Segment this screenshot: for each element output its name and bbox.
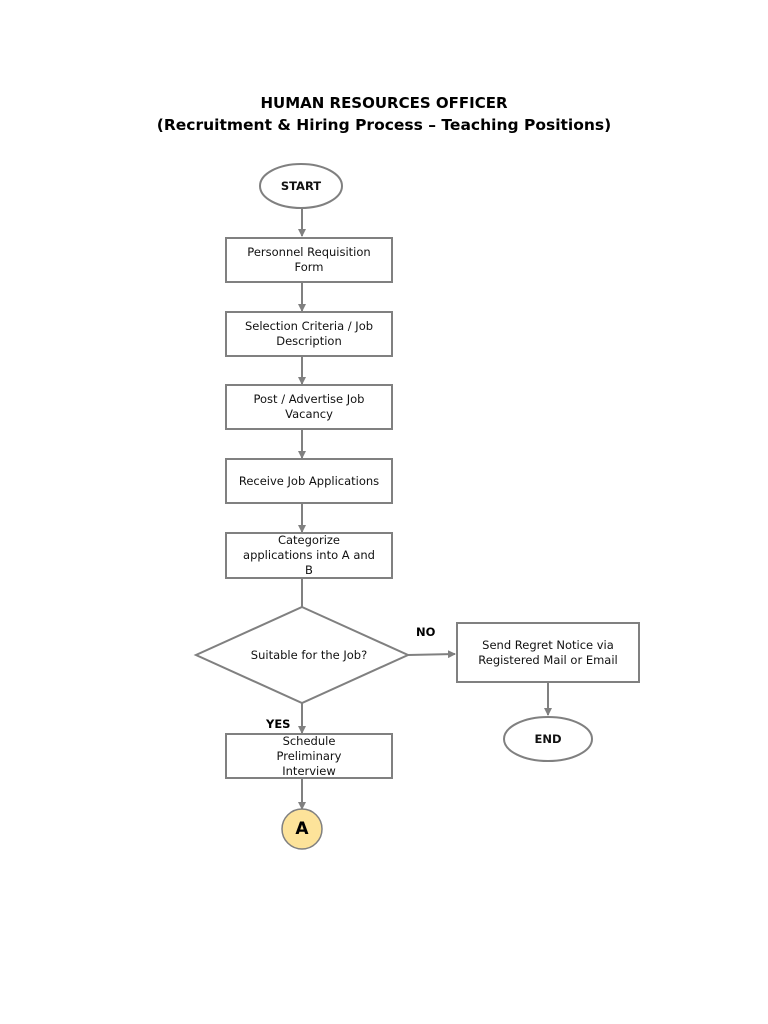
categorize-label: Categorize applications into A and B	[243, 533, 375, 577]
end-terminator	[503, 716, 593, 762]
regret-label: Send Regret Notice via Registered Mail o…	[478, 637, 618, 667]
decision-label: Suitable for the Job?	[250, 647, 368, 662]
no-branch-label: NO	[416, 625, 436, 639]
diagram-title: HUMAN RESOURCES OFFICER	[260, 94, 508, 112]
categorize-box	[225, 532, 393, 579]
connector-a-label: A	[295, 819, 309, 839]
receive-box	[225, 458, 393, 504]
yes-branch-label: YES	[266, 717, 291, 731]
post-label: Post / Advertise Job Vacancy	[253, 392, 365, 421]
connector-a-circle	[281, 808, 323, 850]
start-terminator	[259, 163, 343, 209]
regret-box	[456, 622, 640, 683]
interview-label: Schedule Preliminary Interview	[276, 733, 342, 778]
diagram-subtitle: (Recruitment & Hiring Process – Teaching…	[156, 116, 612, 134]
interview-box	[225, 733, 393, 779]
decision-diamond	[193, 605, 411, 705]
start-label: START	[280, 178, 322, 193]
post-box	[225, 384, 393, 430]
requisition-label: Personnel Requisition Form	[247, 245, 371, 274]
requisition-box	[225, 237, 393, 283]
end-label: END	[534, 731, 562, 746]
criteria-label: Selection Criteria / Job Description	[244, 319, 374, 348]
receive-label: Receive Job Applications	[238, 473, 380, 488]
criteria-box	[225, 311, 393, 357]
edge-decision-to-regret	[407, 650, 456, 659]
